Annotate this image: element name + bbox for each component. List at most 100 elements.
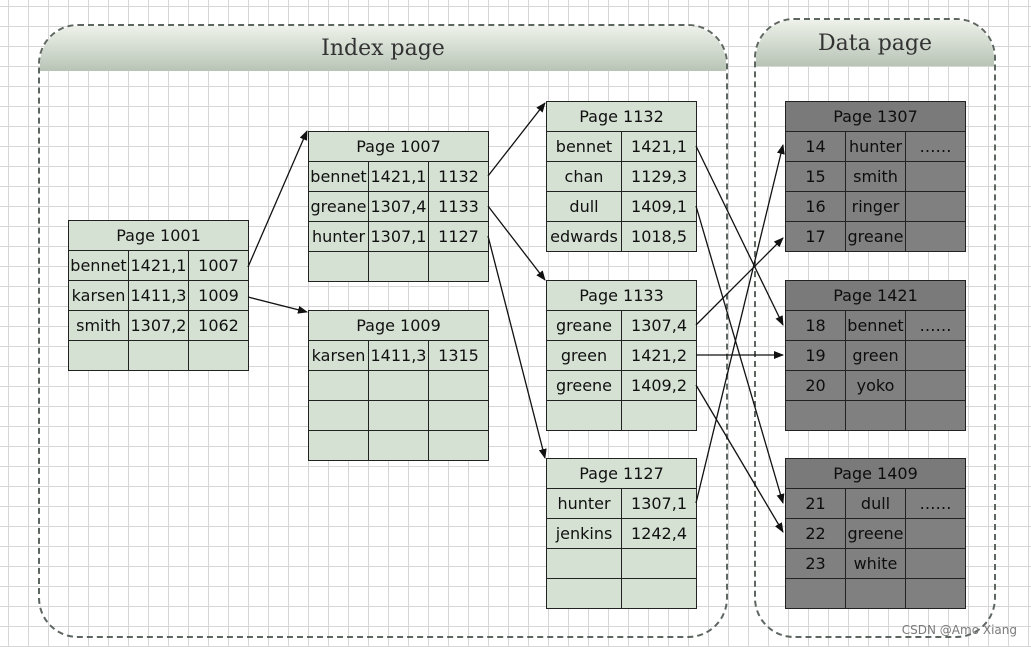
rid-cell: 1411,3 — [128, 280, 189, 311]
key-cell — [546, 578, 622, 609]
name-cell: greane — [845, 221, 906, 252]
key-cell: dull — [546, 191, 622, 222]
table-row — [785, 578, 966, 609]
rid-cell — [368, 400, 429, 431]
ellipsis-cell — [905, 191, 966, 222]
pointer-cell: 1007 — [188, 250, 249, 281]
key-cell — [546, 548, 622, 579]
ellipsis-cell — [905, 548, 966, 579]
key-cell: karsen — [68, 280, 129, 311]
rid-cell — [128, 340, 189, 371]
key-cell: karsen — [308, 340, 369, 371]
page-title: Page 1421 — [785, 280, 966, 311]
row-id-cell: 23 — [785, 548, 846, 579]
rid-cell — [368, 370, 429, 401]
key-cell: hunter — [308, 221, 369, 252]
name-cell: smith — [845, 161, 906, 192]
page-title: Page 1127 — [545, 458, 698, 489]
rid-cell — [368, 251, 429, 282]
ellipsis-cell: …… — [905, 488, 966, 519]
index-page-header: Index page — [40, 26, 726, 71]
key-cell — [68, 340, 129, 371]
name-cell — [845, 400, 906, 431]
table-row — [546, 548, 698, 579]
index-page-title: Index page — [321, 36, 445, 61]
key-cell: bennet — [308, 161, 369, 192]
key-cell — [308, 400, 369, 431]
key-cell: green — [546, 340, 622, 371]
ellipsis-cell: …… — [905, 131, 966, 162]
key-cell: smith — [68, 310, 129, 341]
pointer-cell: 1062 — [188, 310, 249, 341]
ellipsis-cell: …… — [905, 310, 966, 341]
table-row — [68, 340, 249, 371]
rid-cell — [620, 400, 698, 431]
row-id-cell: 21 — [785, 488, 846, 519]
rid-cell — [620, 548, 698, 579]
key-cell: greene — [546, 370, 622, 401]
key-cell — [546, 400, 622, 431]
key-cell: edwards — [546, 221, 622, 252]
table-row — [308, 400, 489, 431]
name-cell: dull — [845, 488, 906, 519]
rid-cell — [620, 578, 698, 609]
page-title: Page 1133 — [545, 280, 698, 311]
rid-cell: 1307,4 — [368, 191, 429, 222]
pointer-cell — [428, 251, 489, 282]
rid-cell: 1409,1 — [620, 191, 698, 222]
rid-cell: 1307,4 — [620, 310, 698, 341]
name-cell: hunter — [845, 131, 906, 162]
rid-cell: 1421,1 — [128, 250, 189, 281]
rid-cell: 1421,1 — [368, 161, 429, 192]
page-title: Page 1009 — [308, 310, 489, 341]
pointer-cell: 1009 — [188, 280, 249, 311]
page-title: Page 1007 — [308, 131, 489, 162]
data-page-header: Data page — [756, 20, 994, 66]
key-cell: chan — [546, 161, 622, 192]
key-cell: greane — [546, 310, 622, 341]
page-title: Page 1001 — [68, 220, 249, 251]
pointer-cell — [428, 400, 489, 431]
key-cell: jenkins — [546, 518, 622, 549]
page-title: Page 1409 — [785, 458, 966, 489]
row-id-cell — [785, 578, 846, 609]
key-cell — [308, 370, 369, 401]
page-title: Page 1307 — [785, 101, 966, 132]
pointer-cell — [188, 340, 249, 371]
table-row — [546, 578, 698, 609]
ellipsis-cell — [905, 400, 966, 431]
row-id-cell: 18 — [785, 310, 846, 341]
name-cell — [845, 578, 906, 609]
pointer-cell — [428, 370, 489, 401]
name-cell: white — [845, 548, 906, 579]
rid-cell: 1411,3 — [368, 340, 429, 371]
ellipsis-cell — [905, 518, 966, 549]
key-cell: bennet — [68, 250, 129, 281]
rid-cell: 1409,2 — [620, 370, 698, 401]
table-row — [308, 370, 489, 401]
